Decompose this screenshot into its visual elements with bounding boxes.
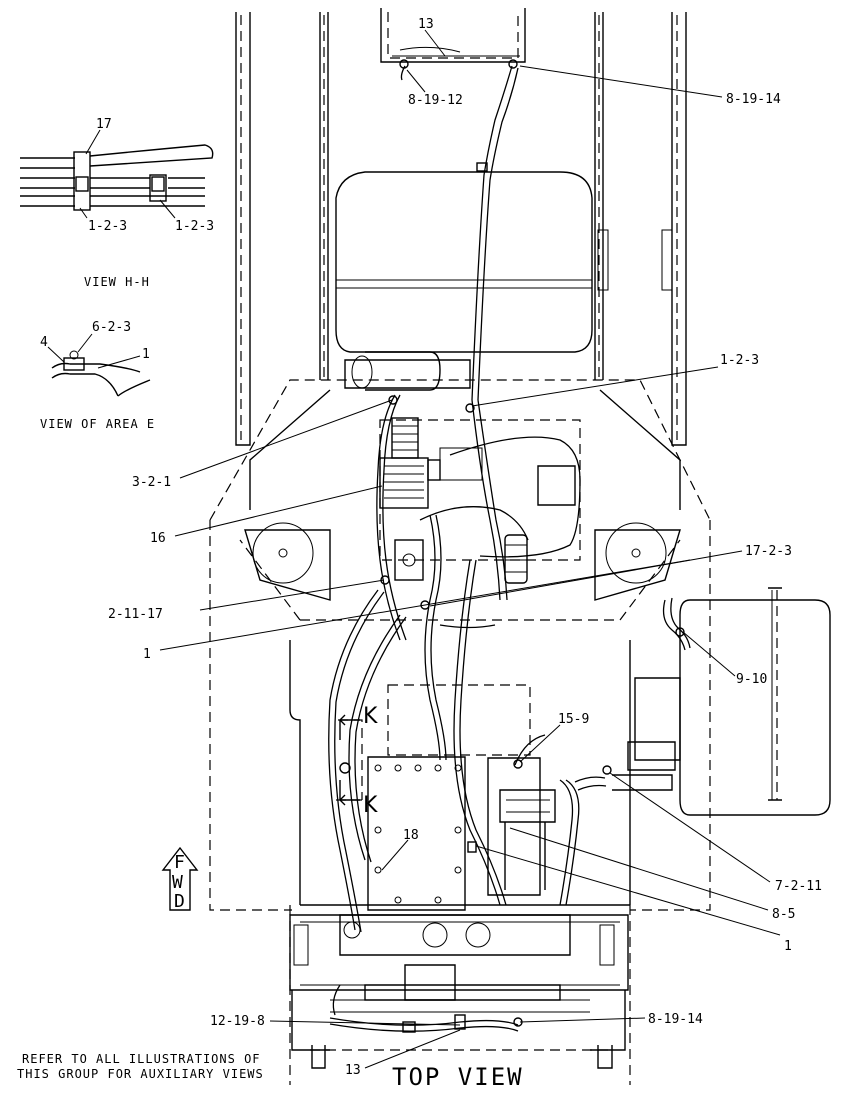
fwd-letter-w: W [172,872,183,893]
leader-lines [159,29,781,1069]
note-line-1: REFER TO ALL ILLUSTRATIONS OF [22,1052,261,1066]
callout-8-5: 8-5 [772,907,795,922]
fwd-letter-d: D [174,891,185,912]
fwd-letter-f: F [174,852,185,873]
callout-8-19-14-top: 8-19-14 [726,92,781,107]
callout-15-9: 15-9 [558,712,589,727]
components [339,417,576,1001]
callout-8-19-14-bottom: 8-19-14 [648,1012,703,1027]
section-mark-k-bottom: K [363,793,378,818]
top-view-title: TOP VIEW [392,1063,524,1091]
callout-13-top: 13 [418,17,434,32]
clamps-fittings [339,59,685,1033]
callout-hh-1-2-3-right: 1-2-3 [175,219,214,234]
callout-18: 18 [403,828,419,843]
view-area-e-title: VIEW OF AREA E [40,417,155,431]
callout-2-11-17: 2-11-17 [108,607,163,622]
valve-bolts [374,764,462,904]
callout-17-2-3: 17-2-3 [745,544,792,559]
note-line-2: THIS GROUP FOR AUXILIARY VIEWS [17,1067,264,1081]
callout-6-2-3: 6-2-3 [92,320,131,335]
callout-7-2-11: 7-2-11 [775,879,822,894]
callout-labels: 13 8-19-12 8-19-14 1-2-3 3-2-1 16 17-2-3… [108,17,822,1078]
section-k-markers: K K [339,704,378,818]
forward-direction-arrow: F W D [161,846,199,912]
callout-e-1: 1 [142,347,150,362]
callout-hh-1-2-3-left: 1-2-3 [88,219,127,234]
callout-3-2-1: 3-2-1 [132,475,171,490]
callout-4: 4 [40,335,48,350]
callout-8-19-12: 8-19-12 [408,93,463,108]
callout-17: 17 [96,117,112,132]
callout-1-right: 1 [784,939,792,954]
callout-16: 16 [150,531,166,546]
section-mark-k-top: K [363,704,378,729]
view-area-e-detail: 4 6-2-3 1 VIEW OF AREA E [40,320,155,431]
view-hh-detail: 17 1-2-3 1-2-3 VIEW H-H [20,117,214,289]
dashed-phantom-outlines [209,12,831,1085]
callout-13-bottom: 13 [345,1063,361,1078]
callout-12-19-8: 12-19-8 [210,1014,265,1029]
callout-1-left: 1 [143,647,151,662]
machine-frame [235,8,687,1069]
view-hh-title: VIEW H-H [84,275,150,289]
callout-1-2-3: 1-2-3 [720,353,759,368]
callout-9-10: 9-10 [736,672,767,687]
